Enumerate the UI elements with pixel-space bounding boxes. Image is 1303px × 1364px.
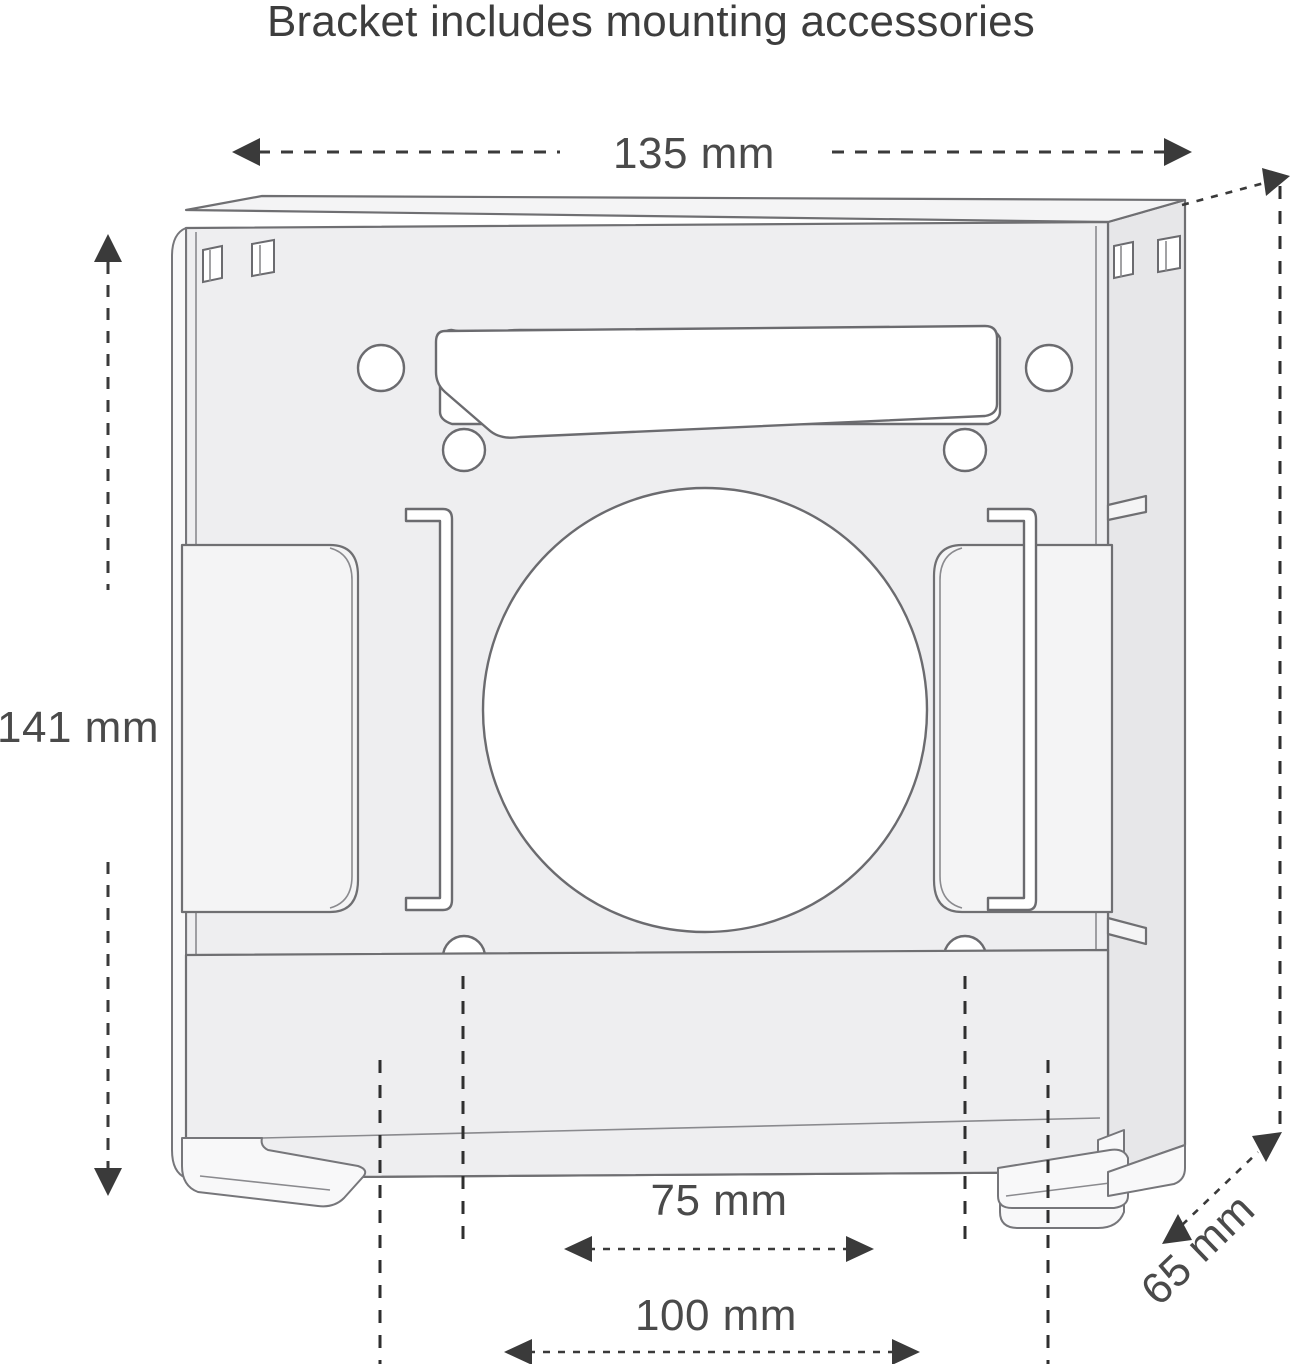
vesa75-hole-top-left — [441, 427, 487, 473]
vesa-100-arrow-right — [892, 1339, 920, 1364]
height-arrow-top — [94, 234, 122, 262]
mounting-hole-top-right — [1024, 343, 1074, 393]
vesa-75-dimension-group: 75 mm — [564, 1176, 874, 1262]
height-dimension-label: 141 mm — [0, 703, 159, 752]
width-dimension-group: 135 mm — [232, 129, 1192, 178]
depth-arrow-top — [1262, 168, 1290, 196]
vesa-75-arrow-left — [564, 1236, 592, 1262]
bracket-top-bevel — [184, 194, 1187, 224]
foot-tab-right-crease — [1005, 1181, 1119, 1197]
vesa-75-label: 75 mm — [651, 1176, 788, 1225]
left-middle-flange — [180, 543, 360, 914]
vesa-100-dimension-group: 100 mm — [504, 1291, 920, 1364]
bottom-fold-line — [261, 1117, 1101, 1139]
bracket-left-edge-roll — [171, 227, 187, 1179]
corner-slot-top-left-1 — [202, 244, 223, 284]
vesa-100-arrow-left — [504, 1339, 532, 1364]
right-side-bottom-return — [1107, 1144, 1186, 1197]
mounting-hole-top-left — [356, 343, 406, 393]
vesa-extension-lines — [378, 976, 1050, 1364]
bottom-band — [184, 948, 1110, 1180]
width-dimension-label: 135 mm — [613, 129, 775, 178]
height-dimension-group: 141 mm — [0, 234, 159, 1196]
right-notch-top — [1106, 494, 1148, 522]
depth-dimension-label: 65 mm — [1132, 1184, 1265, 1314]
corner-slot-top-right-1 — [1113, 240, 1134, 280]
central-circular-cutout — [481, 486, 929, 934]
vesa-75-arrow-right — [846, 1236, 874, 1262]
right-flange-fold — [939, 547, 963, 909]
depth-dim-line-bottom — [1181, 1151, 1259, 1226]
height-arrow-bottom — [94, 1168, 122, 1196]
page-title: Bracket includes mounting accessories — [267, 0, 1035, 46]
depth-leader-top — [1181, 180, 1269, 207]
right-notch-bottom — [1106, 916, 1148, 946]
left-flange-slot — [404, 507, 454, 912]
vesa-100-label: 100 mm — [635, 1291, 797, 1340]
bracket-illustration — [171, 194, 1187, 1229]
corner-slot-top-left-2 — [251, 238, 275, 278]
bracket-right-side-panel — [1106, 198, 1187, 1174]
width-arrow-right — [1164, 138, 1192, 166]
width-arrow-left — [232, 138, 260, 166]
vesa75-hole-top-right — [942, 427, 988, 473]
corner-slot-top-right-2 — [1157, 234, 1181, 274]
foot-tab-left-crease — [199, 1175, 331, 1191]
depth-arrow-bottom-lower — [1162, 1214, 1192, 1244]
right-flange-slot — [986, 507, 1038, 912]
upper-trapezoid-cutout-shape — [434, 324, 999, 439]
depth-arrow-bottom-upper — [1252, 1132, 1282, 1162]
left-flange-fold — [329, 547, 353, 909]
